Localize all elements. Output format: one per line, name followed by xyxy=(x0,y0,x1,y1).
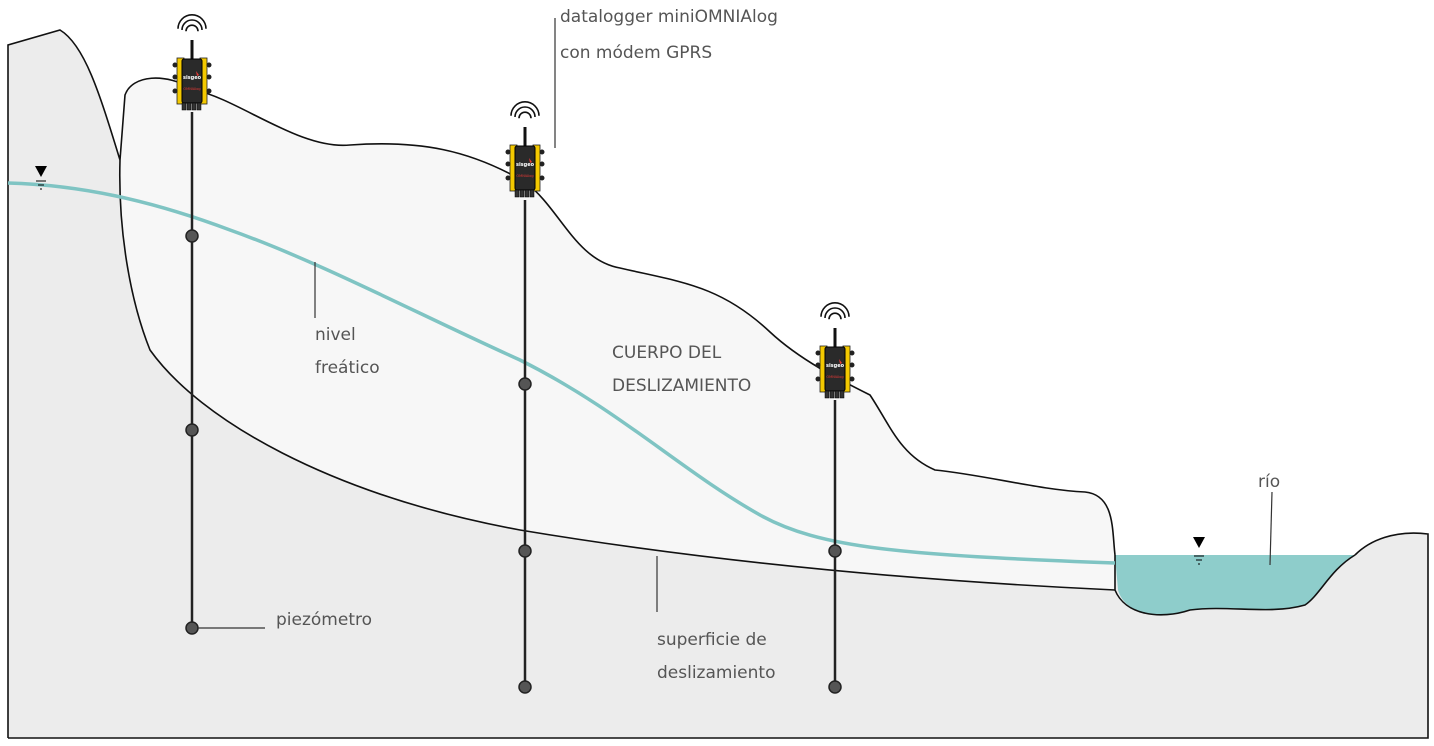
water-level-triangle-icon xyxy=(1193,537,1205,565)
slip-surface-line xyxy=(118,159,1116,591)
landslide-body-label: CUERPO DEL xyxy=(612,343,722,363)
piezometer-sensor xyxy=(185,423,199,437)
piezometer-borehole-3 xyxy=(828,400,842,694)
piezometer-sensor xyxy=(518,377,532,391)
brand-logo-text: sisgeo xyxy=(516,162,535,168)
wifi-antenna-icon xyxy=(177,14,207,59)
model-logo-text: OMNIAlog xyxy=(826,375,843,379)
piezometer-borehole-2 xyxy=(518,200,532,694)
piezometer-sensor xyxy=(185,229,199,243)
river-label: río xyxy=(1258,472,1280,492)
slip-surface-label: superficie de xyxy=(657,630,767,650)
brand-logo-mark xyxy=(529,158,532,163)
river-water xyxy=(1115,555,1355,615)
datalogger-body xyxy=(824,346,846,392)
datalogger-body xyxy=(514,145,536,191)
model-logo-text: OMNIAlog xyxy=(183,87,200,91)
model-logo-text: OMNIAlog xyxy=(516,174,533,178)
brand-logo-text: sisgeo xyxy=(183,75,202,81)
datalogger-label: datalogger miniOMNIAlog xyxy=(560,7,778,27)
water-table-label: nivel xyxy=(315,325,356,345)
water-table-label: freático xyxy=(315,358,380,378)
landslide-body-label: DESLIZAMIENTO xyxy=(612,376,751,396)
brand-logo-text: sisgeo xyxy=(826,363,845,369)
piezometer-borehole-1 xyxy=(185,112,199,635)
piezometer-sensor xyxy=(185,621,199,635)
terrain-outline xyxy=(7,29,1429,739)
brand-logo-mark xyxy=(839,359,842,364)
river-leader-line xyxy=(1269,491,1273,566)
water-level-triangle-icon xyxy=(35,166,47,190)
wifi-antenna-icon xyxy=(510,101,540,146)
piezometer-sensor xyxy=(518,680,532,694)
landslide-body xyxy=(119,78,1116,590)
datalogger-label: con módem GPRS xyxy=(560,43,712,63)
piezometer-sensor xyxy=(828,680,842,694)
piezometer-sensor xyxy=(828,544,842,558)
brand-logo-mark xyxy=(196,71,199,76)
slip-surface-label: deslizamiento xyxy=(657,663,775,683)
water-table-line xyxy=(7,181,1116,565)
piezometer-sensor xyxy=(518,544,532,558)
datalogger-body xyxy=(181,58,203,104)
river-bed-line xyxy=(1114,554,1356,616)
piezometer-label: piezómetro xyxy=(276,610,372,630)
wifi-antenna-icon xyxy=(820,302,850,347)
